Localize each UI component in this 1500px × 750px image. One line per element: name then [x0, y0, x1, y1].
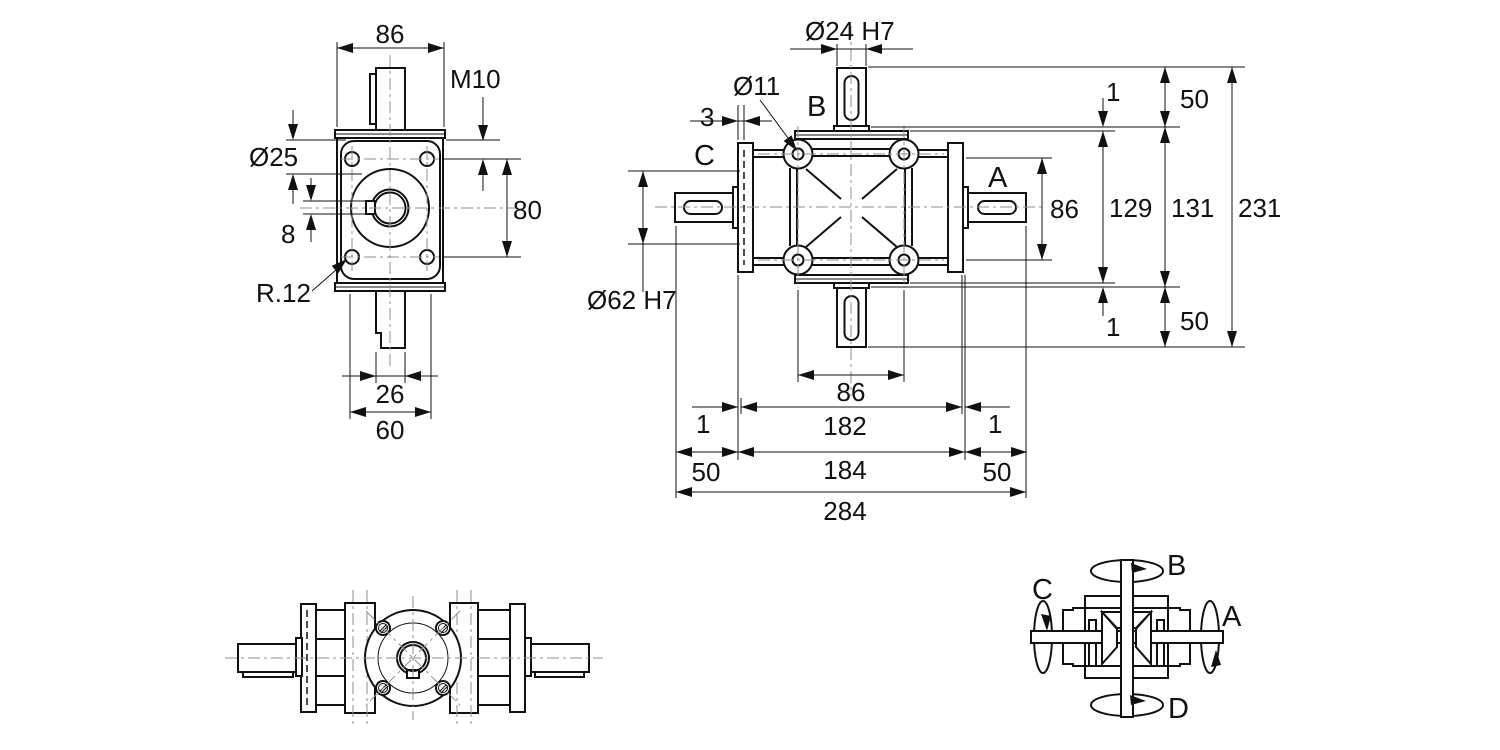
front-view-dimensions: 86 M10 80 Ø25 — [249, 19, 542, 445]
label-schematic-d: D — [1168, 693, 1189, 725]
dim-hole-dia: Ø11 — [733, 71, 780, 101]
bottom-view-centerlines — [225, 596, 603, 720]
dim-front-boss-width: 60 — [376, 415, 405, 445]
label-schematic-b: B — [1167, 550, 1186, 582]
rotation-arrow-b — [1131, 563, 1147, 573]
dim-shaft-top-len: 50 — [1180, 84, 1209, 114]
dim-h231: 231 — [1238, 193, 1281, 223]
main-view: Ø24 H7 Ø11 3 Ø62 H7 B C — [587, 16, 1281, 526]
dim-h129: 129 — [1109, 193, 1152, 223]
bottom-view — [225, 590, 603, 725]
label-shaft-c: C — [694, 140, 715, 172]
dim-shaft-dia: Ø24 H7 — [805, 16, 895, 46]
dim-step-top: 1 — [1106, 77, 1120, 107]
dim-front-key: 8 — [281, 219, 295, 249]
dim-offset3: 3 — [700, 102, 714, 132]
dim-shaft-right-len: 50 — [983, 457, 1012, 487]
front-view-centerlines — [300, 55, 516, 368]
main-view-dimensions: Ø24 H7 Ø11 3 Ø62 H7 B C — [587, 16, 1281, 526]
main-view-centerlines — [655, 26, 1045, 396]
dim-front-bore: Ø25 — [249, 142, 298, 172]
dim-w182: 182 — [823, 411, 866, 441]
dim-w284: 284 — [823, 496, 866, 526]
kinematic-schematic: B C A D — [1030, 550, 1242, 725]
dim-h131: 131 — [1171, 193, 1214, 223]
dim-shaft-bottom-len: 50 — [1180, 306, 1209, 336]
schematic-shaft-vertical — [1120, 559, 1134, 718]
dim-front-thread: M10 — [450, 64, 501, 94]
label-shaft-b: B — [807, 91, 826, 123]
dim-step-right: 1 — [988, 409, 1002, 439]
dim-w184: 184 — [823, 455, 866, 485]
dim-front-radius: R.12 — [256, 278, 311, 308]
dim-spigot-dia: Ø62 H7 — [587, 285, 677, 315]
dim-square-height: 86 — [1050, 194, 1079, 224]
dim-step-left: 1 — [696, 409, 710, 439]
label-schematic-c: C — [1032, 574, 1053, 606]
rotation-arrow-a — [1211, 650, 1221, 667]
dim-front-hole-spacing: 80 — [513, 195, 542, 225]
dim-square-width: 86 — [837, 377, 866, 407]
dim-shaft-left-len: 50 — [692, 457, 721, 487]
label-schematic-a: A — [1222, 601, 1242, 633]
front-view: 86 M10 80 Ø25 — [249, 19, 542, 445]
rotation-arrow-d — [1130, 695, 1146, 705]
rotation-arrow-c — [1041, 614, 1051, 631]
label-shaft-a: A — [988, 162, 1008, 194]
dim-step-bottom: 1 — [1106, 312, 1120, 342]
dim-front-width-top: 86 — [376, 19, 405, 49]
dim-front-key-width: 26 — [376, 379, 405, 409]
